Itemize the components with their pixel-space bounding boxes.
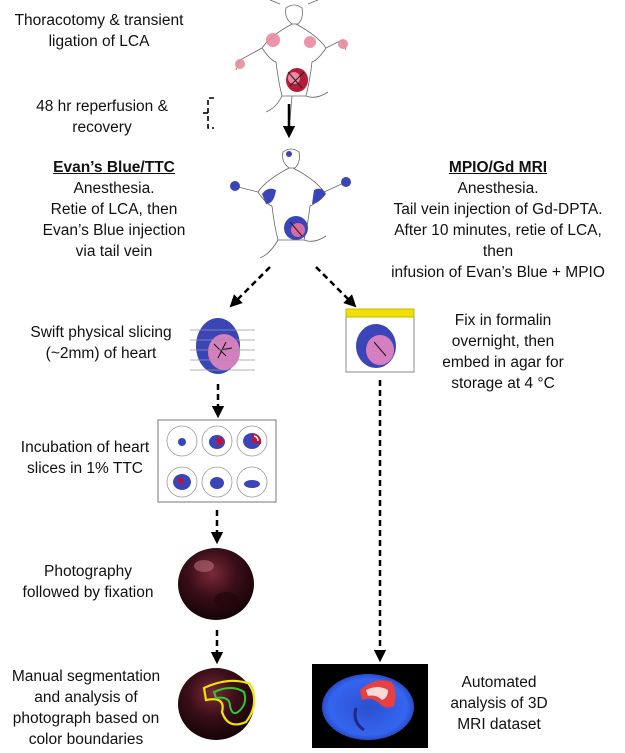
- photography-label: Photography followed by fixation: [22, 563, 154, 601]
- mouse-1-illustration: [235, 0, 347, 121]
- slicing-label: Swift physical slicing (~2mm) of heart: [30, 324, 172, 362]
- mouse-1-heart: [286, 68, 308, 92]
- right-branch-desc-2: Tail vein injection of Gd-DPTA.: [393, 201, 603, 218]
- automated-analysis-label: Automated analysis of 3D MRI dataset: [450, 674, 548, 733]
- formalin-jar: [345, 308, 415, 373]
- thoracotomy-label: Thoracotomy & transient ligation of LCA: [14, 12, 184, 50]
- mouse-1-limb-shading: [235, 33, 348, 69]
- mouse-2-evans-blue-stain: [230, 151, 351, 204]
- left-branch-desc-3: Evan’s Blue injection: [42, 222, 186, 239]
- ttc-well-plate: [157, 419, 277, 503]
- right-branch-desc-3: After 10 minutes, retie of LCA, then: [394, 222, 602, 260]
- reperfusion-label: 48 hr reperfusion & recovery: [36, 98, 168, 136]
- segmentation-label: Manual segmentation and analysis of phot…: [11, 668, 161, 748]
- segmentation-heart: [178, 668, 256, 740]
- incubation-label: Incubation of heart slices in 1% TTC: [20, 439, 150, 477]
- mouse-2-illustration: [233, 148, 347, 259]
- left-branch-text: Evan’s Blue/TTC Anesthesia. Retie of LCA…: [8, 157, 220, 262]
- mri-image: [312, 664, 428, 748]
- arrow-to-slicing: [229, 266, 271, 308]
- left-branch-desc-1: Anesthesia.: [73, 180, 155, 197]
- photograph-heart: [178, 548, 254, 620]
- left-branch-desc-2: Retie of LCA, then: [50, 201, 178, 218]
- sliced-heart: [190, 318, 255, 374]
- right-branch-desc-1: Anesthesia.: [457, 180, 539, 197]
- right-branch-text: MPIO/Gd MRI Anesthesia. Tail vein inject…: [378, 157, 618, 283]
- left-branch-title: Evan’s Blue/TTC: [53, 159, 175, 176]
- fix-formalin-label: Fix in formalin overnight, then embed in…: [442, 312, 564, 392]
- right-branch-desc-4: infusion of Evan’s Blue + MPIO: [391, 264, 605, 281]
- right-branch-title: MPIO/Gd MRI: [448, 159, 548, 176]
- arrow-to-formalin: [315, 266, 357, 308]
- reperfusion-bracket: [200, 97, 214, 129]
- left-branch-desc-4: via tail vein: [75, 243, 153, 260]
- mouse-2-heart: [284, 216, 308, 240]
